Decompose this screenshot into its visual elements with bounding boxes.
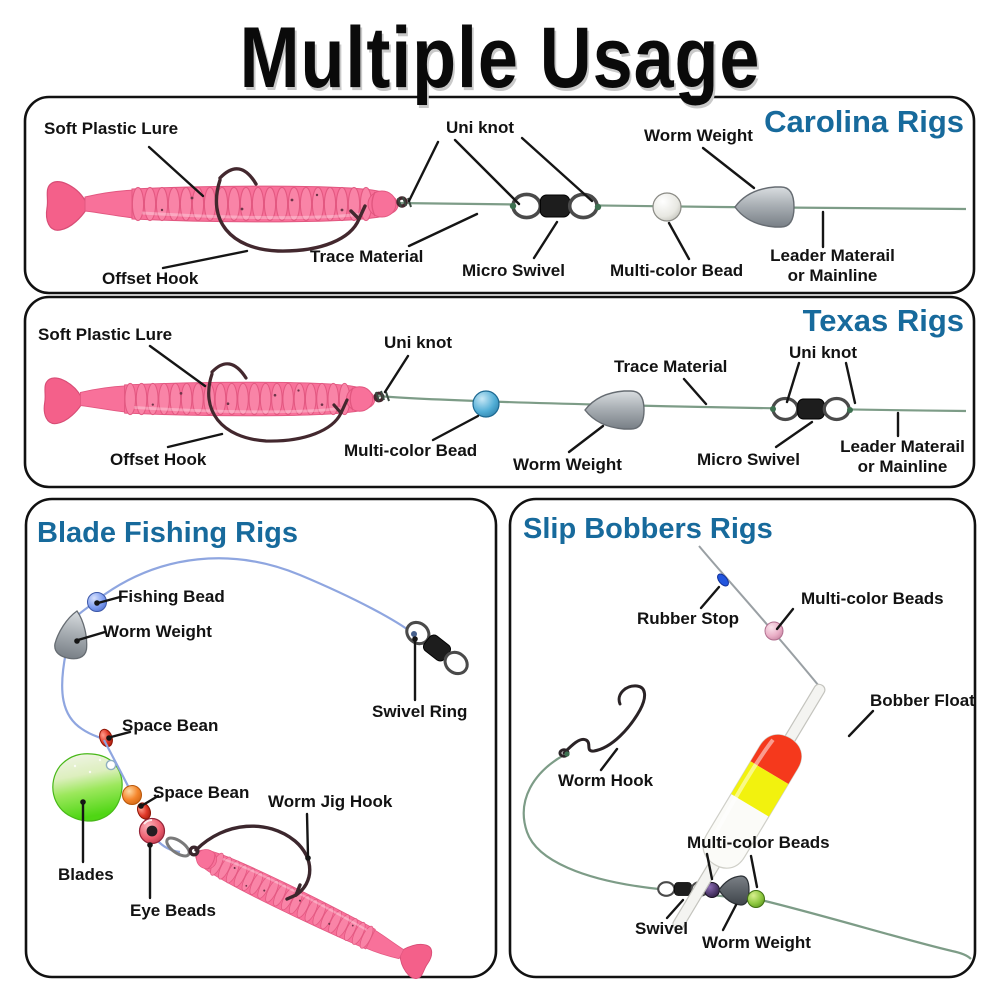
blade-line-knot — [411, 631, 417, 637]
label-texas-leader: Leader Materail or Mainline — [840, 437, 965, 476]
label-worm-jig-hook: Worm Jig Hook — [268, 792, 393, 811]
blade-panel — [24, 497, 498, 979]
slip-title: Slip Bobbers Rigs — [523, 513, 773, 545]
label-space-bean-lower: Space Bean — [153, 783, 250, 802]
label-slip-worm-weight: Worm Weight — [702, 933, 811, 952]
carolina-offset-hook-graphic — [214, 167, 408, 253]
label-eye-beads: Eye Beads — [130, 901, 216, 920]
texas-rig-graphic — [44, 362, 967, 443]
blade-title: Blade Fishing Rigs — [37, 517, 299, 549]
label-texas-trace-material: Trace Material — [614, 357, 728, 376]
texas-micro-swivel-graphic — [771, 396, 851, 422]
label-blades: Blades — [58, 865, 114, 884]
label-texas-soft-plastic-lure: Soft Plastic Lure — [38, 325, 173, 344]
label-slip-beads-bottom: Multi-color Beads — [687, 833, 830, 852]
blade-line-upper — [96, 557, 417, 637]
slip-green-bead-graphic — [747, 890, 765, 908]
label-texas-uni-knot-head: Uni knot — [384, 333, 452, 352]
jig-clip-graphic — [165, 836, 191, 858]
label-swivel-ring: Swivel Ring — [372, 702, 468, 721]
slip-rig-graphic — [522, 545, 972, 960]
carolina-micro-swivel-graphic — [511, 192, 599, 220]
carolina-bead-graphic — [652, 192, 682, 222]
label-slip-beads-top: Multi-color Beads — [801, 589, 944, 608]
label-texas-multi-color-bead: Multi-color Bead — [344, 441, 478, 460]
label-space-bean-upper: Space Bean — [122, 716, 219, 735]
texas-head-knot — [375, 390, 390, 402]
page-title: Multiple Usage — [239, 9, 761, 106]
rubber-stop-graphic — [717, 573, 729, 587]
slip-hook-knot — [564, 751, 570, 757]
label-rubber-stop: Rubber Stop — [637, 609, 739, 628]
label-worm-hook: Worm Hook — [558, 771, 654, 790]
pointer-dots — [74, 600, 418, 861]
label-carolina-micro-swivel: Micro Swivel — [462, 261, 565, 280]
bobber-float-graphic — [672, 683, 826, 931]
eye-bead-pupil — [146, 825, 158, 837]
label-carolina-trace-material: Trace Material — [310, 247, 424, 266]
carolina-rig-graphic — [47, 167, 967, 253]
label-carolina-uni-knot: Uni knot — [446, 118, 514, 137]
blade-rig-graphic — [52, 557, 473, 981]
label-carolina-offset-hook: Offset Hook — [102, 269, 199, 288]
label-texas-offset-hook: Offset Hook — [110, 450, 207, 469]
slip-panel — [508, 497, 977, 979]
label-carolina-soft-plastic-lure: Soft Plastic Lure — [44, 119, 179, 138]
carolina-worm-weight-graphic — [734, 186, 795, 228]
texas-worm-weight-graphic — [584, 390, 645, 430]
label-blade-worm-weight: Worm Weight — [103, 622, 212, 641]
label-bobber-float: Bobber Float — [870, 691, 975, 710]
label-slip-swivel: Swivel — [635, 919, 688, 938]
label-texas-uni-knot-swivel: Uni knot — [789, 343, 857, 362]
pointer-lines — [76, 136, 900, 932]
label-fishing-bead: Fishing Bead — [118, 587, 225, 606]
texas-title: Texas Rigs — [802, 303, 964, 338]
texas-bead-graphic — [472, 390, 500, 418]
label-carolina-worm-weight: Worm Weight — [644, 126, 753, 145]
label-texas-micro-swivel: Micro Swivel — [697, 450, 800, 469]
label-carolina-leader: Leader Materail or Mainline — [770, 246, 895, 285]
label-texas-worm-weight: Worm Weight — [513, 455, 622, 474]
slip-line-upper — [698, 545, 824, 692]
slip-worm-weight-graphic — [718, 875, 750, 906]
label-carolina-multi-color-bead: Multi-color Bead — [610, 261, 744, 280]
carolina-uni-knots — [509, 202, 602, 211]
carolina-panel — [23, 95, 976, 295]
blade-spoon-graphic — [52, 753, 123, 822]
blade-hole — [105, 759, 117, 771]
worm-jig-hook-graphic — [188, 824, 312, 901]
carolina-title: Carolina Rigs — [764, 104, 964, 139]
texas-uni-knots — [770, 406, 853, 413]
orange-bead-graphic — [122, 785, 142, 805]
